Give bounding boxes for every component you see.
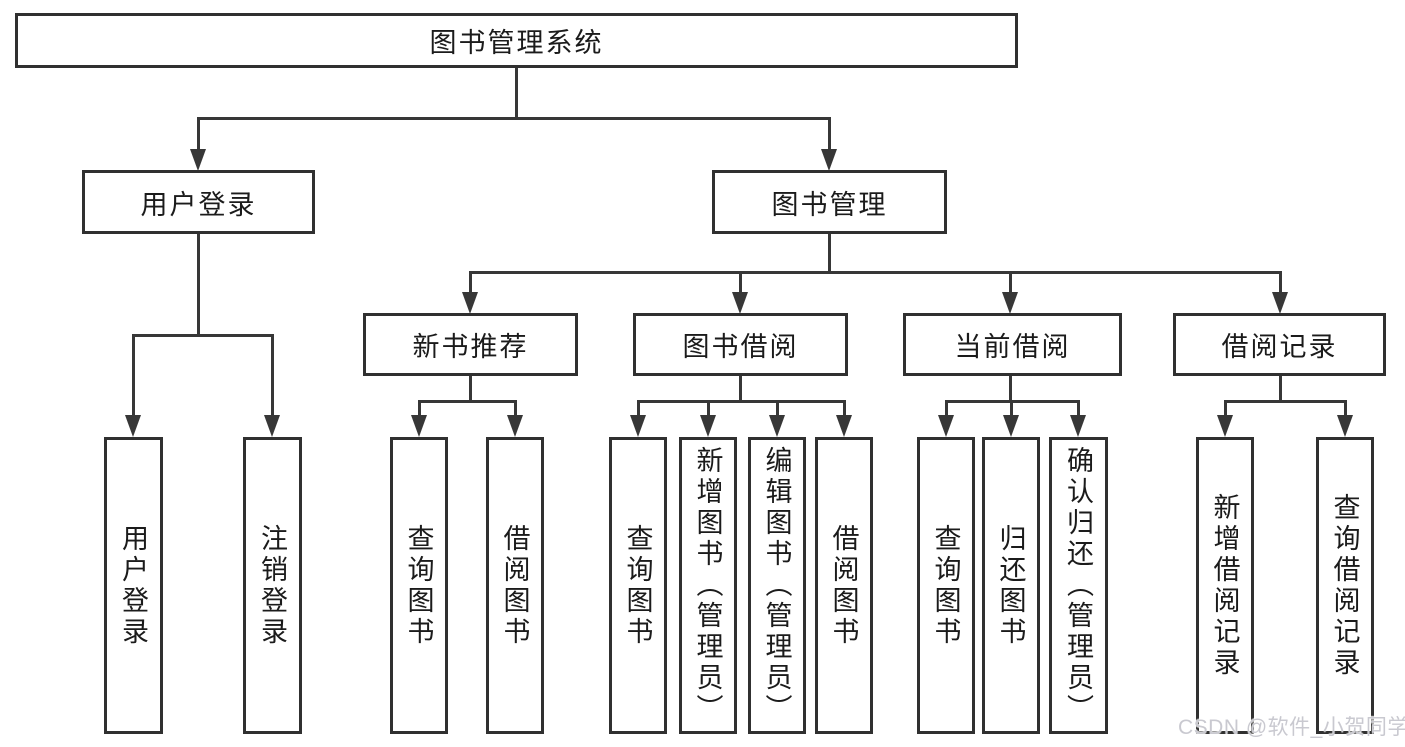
connector-line (1010, 400, 1013, 416)
node-library-management-system: 图书管理系统 (15, 13, 1018, 68)
node-label: 归还图书 (995, 523, 1026, 648)
connector-line (197, 234, 200, 336)
csdn-watermark: CSDN @软件_小贺同学 (1178, 716, 1405, 739)
node-label: 图书管理系统 (429, 28, 604, 58)
leaf-edit-book-admin: 编辑图书（管理员） (748, 437, 806, 734)
connector-line (1009, 376, 1012, 403)
node-label: 图书借阅 (682, 332, 799, 362)
connector-line (469, 271, 1282, 274)
connector-line (1344, 400, 1347, 416)
leaf-borrow-book-1: 借阅图书 (486, 437, 544, 734)
node-label: 注销登录 (257, 523, 287, 648)
connector-line (469, 271, 472, 293)
connector-line (1224, 400, 1227, 416)
node-label: 查询借阅记录 (1329, 492, 1360, 679)
connector-line (776, 400, 779, 416)
arrow-down-icon (1272, 292, 1288, 314)
arrow-down-icon (732, 292, 748, 314)
connector-line (418, 400, 421, 416)
leaf-add-book-admin: 新增图书（管理员） (679, 437, 737, 734)
connector-line (197, 117, 831, 120)
arrow-down-icon (700, 415, 716, 437)
connector-line (1009, 271, 1012, 293)
leaf-borrow-book-2: 借阅图书 (815, 437, 873, 734)
connector-line (418, 400, 517, 403)
leaf-user-login: 用户登录 (104, 437, 163, 734)
connector-line (828, 117, 831, 151)
arrow-down-icon (264, 415, 280, 437)
arrow-down-icon (769, 415, 785, 437)
arrow-down-icon (1002, 292, 1018, 314)
connector-line (739, 376, 742, 403)
leaf-add-borrow-record: 新增借阅记录 (1196, 437, 1254, 734)
node-label: 查询图书 (403, 523, 434, 648)
connector-line (707, 400, 710, 416)
node-current-borrow: 当前借阅 (903, 313, 1122, 376)
arrow-down-icon (1337, 415, 1353, 437)
node-label: 用户登录 (140, 189, 257, 220)
node-book-management: 图书管理 (712, 170, 947, 234)
connector-line (1077, 400, 1080, 416)
node-book-borrow: 图书借阅 (633, 313, 848, 376)
arrow-down-icon (462, 292, 478, 314)
node-label: 确认归还（管理员） (1063, 446, 1093, 725)
connector-line (515, 68, 518, 118)
connector-line (1279, 376, 1282, 403)
node-label: 新增图书（管理员） (692, 446, 723, 725)
node-label: 新增借阅记录 (1209, 492, 1240, 679)
connector-line (843, 400, 846, 416)
node-label: 查询图书 (930, 523, 961, 648)
leaf-return-book: 归还图书 (982, 437, 1040, 734)
connector-line (197, 117, 200, 151)
arrow-down-icon (821, 149, 837, 171)
leaf-query-borrow-record: 查询借阅记录 (1316, 437, 1374, 734)
connector-line (132, 334, 274, 337)
arrow-down-icon (1217, 415, 1233, 437)
node-label: 编辑图书（管理员） (761, 446, 792, 725)
arrow-down-icon (836, 415, 852, 437)
node-label: 新书推荐 (412, 332, 529, 362)
connector-line (469, 376, 472, 403)
connector-line (739, 271, 742, 293)
leaf-confirm-return-admin: 确认归还（管理员） (1049, 437, 1108, 734)
arrow-down-icon (125, 415, 141, 437)
connector-line (945, 400, 948, 416)
connector-line (132, 334, 135, 416)
leaf-logout: 注销登录 (243, 437, 302, 734)
connector-line (1224, 400, 1347, 403)
node-label: 查询图书 (622, 523, 653, 648)
arrow-down-icon (938, 415, 954, 437)
leaf-query-book-3: 查询图书 (917, 437, 975, 734)
arrow-down-icon (1070, 415, 1086, 437)
node-new-book-recommend: 新书推荐 (363, 313, 578, 376)
arrow-down-icon (630, 415, 646, 437)
node-label: 借阅记录 (1221, 332, 1338, 362)
node-label: 借阅图书 (828, 523, 859, 648)
connector-line (514, 400, 517, 416)
connector-line (828, 234, 831, 274)
node-label: 当前借阅 (954, 332, 1071, 362)
connector-line (271, 334, 274, 416)
node-user-login: 用户登录 (82, 170, 315, 234)
connector-line (1279, 271, 1282, 293)
node-borrow-record: 借阅记录 (1173, 313, 1386, 376)
arrow-down-icon (190, 149, 206, 171)
leaf-query-book-1: 查询图书 (390, 437, 448, 734)
leaf-query-book-2: 查询图书 (609, 437, 667, 734)
connector-line (637, 400, 846, 403)
arrow-down-icon (411, 415, 427, 437)
arrow-down-icon (1003, 415, 1019, 437)
node-label: 图书管理 (771, 189, 888, 220)
arrow-down-icon (507, 415, 523, 437)
node-label: 借阅图书 (499, 523, 530, 648)
connector-line (637, 400, 640, 416)
node-label: 用户登录 (118, 523, 148, 648)
